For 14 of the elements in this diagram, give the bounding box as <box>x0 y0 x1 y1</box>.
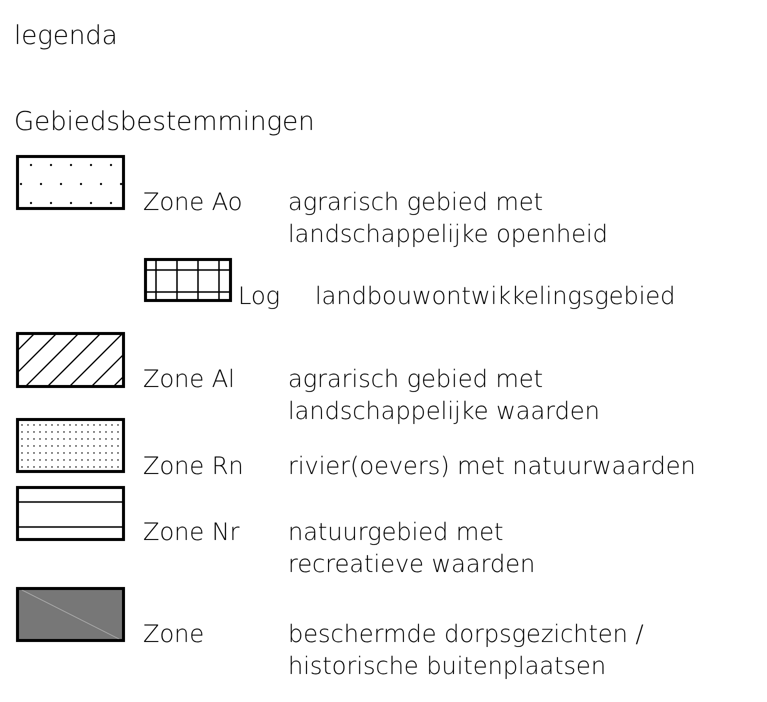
zone-description: agrarisch gebied met landschappelijke waarden <box>288 364 601 427</box>
zone-code: Zone Al <box>143 364 235 395</box>
zone-code: Zone Nr <box>143 517 240 548</box>
legend-title: legenda <box>14 20 118 52</box>
zone-description: rivier(oevers) met natuurwaarden <box>288 451 697 482</box>
zone-description: beschermde dorpsgezichten / historische buitenplaatsen <box>288 619 645 682</box>
zone-description: agrarisch gebied met landschappelijke openheid <box>288 187 608 250</box>
zone-code: Zone Ao <box>143 187 242 218</box>
zone-code: Zone Rn <box>143 451 244 482</box>
zone-description: natuurgebied met recreatieve waarden <box>288 517 536 580</box>
zone-code: Zone <box>143 619 204 650</box>
section-heading: Gebiedsbestemmingen <box>14 106 315 138</box>
zone-description: landbouwontwikkelingsgebied <box>315 281 676 312</box>
zone-code: Log <box>238 281 280 312</box>
